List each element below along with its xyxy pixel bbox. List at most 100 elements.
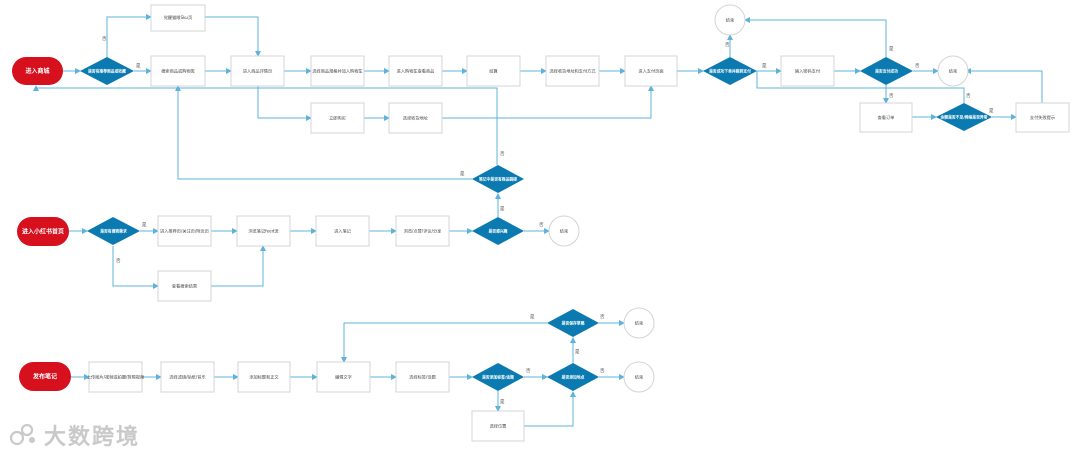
process-box: 支付失败提示 [1015,102,1070,133]
process-box: 进入推荐页/关注页/附近页 [157,215,212,247]
svg-text:支付失败提示: 支付失败提示 [1030,114,1055,121]
process-box: 编辑文字 [316,361,371,393]
edge-label-yes: 是 [989,108,994,114]
decision-diamond: 是否成功下单并跳转支付 [703,57,757,85]
svg-text:选择标签/话题: 选择标签/话题 [409,374,436,381]
start-node-home: 进入小红书首页 [17,217,69,246]
edge-label-no: 否 [116,258,121,264]
edge-label-no: 否 [966,93,971,99]
process-box: 结算 [466,55,521,87]
start-node-post: 发布笔记 [19,362,71,391]
edge-label-yes: 是 [889,46,894,52]
edge-label-no: 否 [500,151,505,157]
decision-diamond: 是否添加地点 [547,363,599,391]
process-box: 查看订单 [859,102,913,133]
process-box: 选择标签/话题 [395,361,450,393]
edge-label-yes: 是 [460,171,465,177]
decision-diamond: 是否有搜索需求 [87,217,140,245]
edge-label-yes: 是 [142,222,147,228]
svg-text:觉醒猫眼Sku页: 觉醒猫眼Sku页 [164,14,193,21]
process-box: 搜索商品或购物类 [150,55,206,87]
process-box: 输入密码支付 [780,55,835,87]
end-circle: 结束 [937,55,969,87]
process-box: 选择滤镜/贴纸/音乐 [160,361,215,393]
process-box: 立即购买 [310,102,365,134]
edge-label-no: 否 [102,36,107,42]
svg-text:选择滤镜/贴纸/音乐: 选择滤镜/贴纸/音乐 [169,374,205,381]
edge-label-yes: 是 [500,399,505,405]
svg-text:是否感兴趣: 是否感兴趣 [488,229,508,234]
svg-text:是否保存草稿: 是否保存草稿 [561,321,585,326]
svg-text:是否成功下单并跳转支付: 是否成功下单并跳转支付 [708,69,751,74]
start-node-mall: 进入商城 [12,57,63,85]
decision-diamond: 余额是否不足/网络是否异常 [936,103,992,131]
svg-text:结束: 结束 [560,228,569,235]
svg-text:结算: 结算 [489,68,497,75]
svg-text:查看搜索结果: 查看搜索结果 [172,283,198,290]
process-box: 觉醒猫眼Sku页 [150,4,206,32]
svg-text:选择收货地址和支付方式: 选择收货地址和支付方式 [549,68,596,75]
svg-text:上传图片/视频或拍摄/剪辑视频: 上传图片/视频或拍摄/剪辑视频 [87,374,145,381]
edge-label-yes: 是 [575,349,580,355]
edge-label-yes: 是 [136,63,141,69]
svg-text:搜索商品或购物类: 搜索商品或购物类 [161,68,195,75]
svg-text:选择位置: 选择位置 [490,423,507,430]
process-box: 进入笔记 [315,215,370,247]
process-box: 选择位置 [471,410,525,442]
end-circle: 结束 [623,307,655,339]
process-box: 添加标题和正文 [237,361,291,393]
process-box: 上传图片/视频或拍摄/剪辑视频 [87,361,145,393]
svg-text:是否有推荐商品或收藏: 是否有推荐商品或收藏 [87,69,126,74]
svg-text:进入商品详情页: 进入商品详情页 [243,68,272,75]
svg-text:进入支付页面: 进入支付页面 [638,68,663,75]
process-box: 进入商品详情页 [230,55,285,87]
edge-label-no: 否 [889,93,894,99]
start-label: 进入小红书首页 [22,228,64,236]
svg-text:是否支付成功: 是否支付成功 [874,69,898,74]
edge [442,85,654,119]
svg-text:进入笔记: 进入笔记 [334,228,352,235]
edge [257,86,312,121]
edge-label-yes: 是 [762,63,767,69]
svg-text:是否添加地点: 是否添加地点 [561,375,585,380]
process-box: 查看搜索结果 [157,270,212,302]
svg-text:查看订单: 查看订单 [878,114,895,121]
watermark: 大数跨境 [8,418,140,452]
edge [341,322,547,363]
svg-text:余额是否不足/网络是否异常: 余额是否不足/网络是否异常 [940,115,988,120]
decision-diamond: 是否支付成功 [860,57,913,85]
edge [211,245,266,287]
svg-text:选择商品规格并加入购物车: 选择商品规格并加入购物车 [312,68,362,75]
edge-label-no: 否 [915,63,920,69]
edge [112,246,159,289]
svg-text:编辑文字: 编辑文字 [335,374,352,381]
end-circle: 结束 [623,361,655,393]
edge-label-no: 否 [725,42,730,48]
edge-label-no: 否 [600,368,605,374]
process-box: 进入支付页面 [624,55,678,87]
start-label: 进入商城 [25,67,49,75]
edge [33,85,498,165]
svg-text:进入推荐页/关注页/附近页: 进入推荐页/关注页/附近页 [160,228,209,235]
edge-label-yes: 是 [530,314,535,320]
svg-text:浏览笔记feed流: 浏览笔记feed流 [248,228,279,235]
decision-diamond: 是否感兴趣 [472,217,524,245]
svg-text:结束: 结束 [635,320,644,327]
edge [756,71,965,103]
end-circle: 结束 [548,215,580,247]
svg-text:是否有搜索需求: 是否有搜索需求 [99,229,127,234]
end-circle: 结束 [714,4,746,36]
process-box: 进入购物车查看商品 [388,55,443,87]
edge [744,17,887,57]
process-box: 选择收货地址 [388,102,443,134]
process-box: 选择商品规格并加入购物车 [310,55,365,87]
decision-diamond: 是否添加标签/话题 [472,363,524,391]
svg-text:是否添加标签/话题: 是否添加标签/话题 [481,375,514,380]
brand-logo-icon [9,423,35,446]
watermark-text: 大数跨境 [44,425,141,450]
svg-text:选择收货地址: 选择收货地址 [403,115,429,122]
connectors [33,14,1043,427]
svg-text:结束: 结束 [635,374,644,381]
edge [175,85,472,180]
svg-text:进入购物车查看商品: 进入购物车查看商品 [397,68,435,75]
